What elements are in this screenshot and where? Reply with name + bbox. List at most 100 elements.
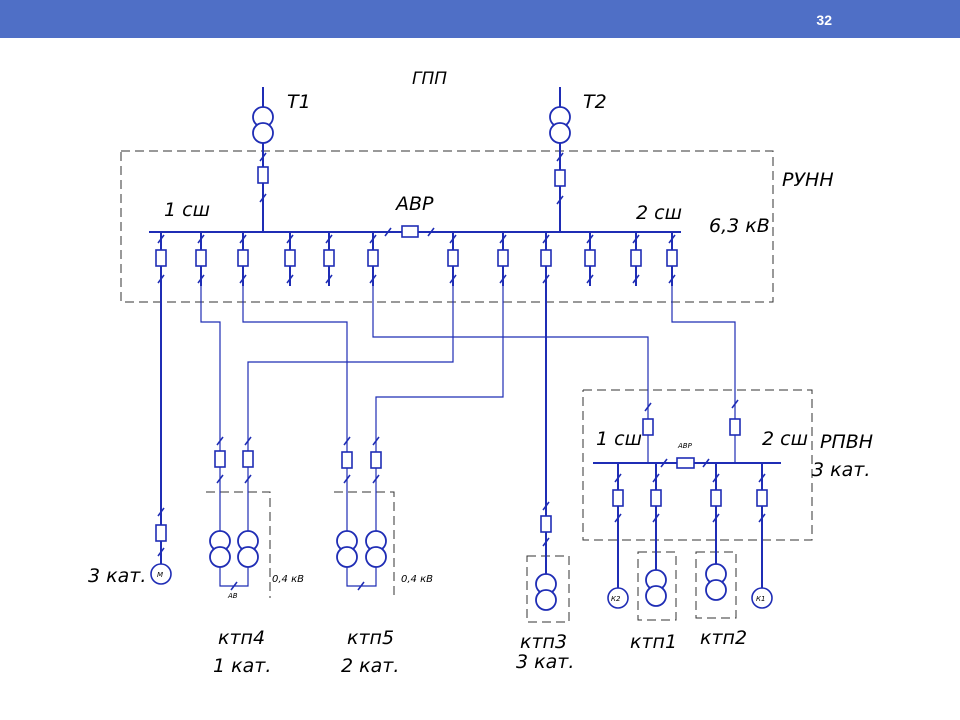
feeder-switch-bottom: [325, 274, 333, 284]
t1-transformer-secondary: [252, 122, 274, 144]
feeder-switch-bottom: [197, 274, 205, 284]
avr-main-switch-right: [427, 227, 435, 237]
bus2-main-label: 2 сш: [636, 202, 682, 224]
ktp1-transformer-secondary: [645, 585, 667, 607]
ktp3-fuse: [540, 515, 552, 533]
feeder-switch-top: [632, 234, 640, 244]
feeder-switch-bottom: [157, 274, 165, 284]
ktp4-frame: [206, 491, 271, 598]
ktp5-label: ктп5: [347, 627, 394, 649]
ktp2-switch-bottom: [712, 513, 720, 523]
ktp5-lv-bus: [346, 566, 377, 587]
ktp1-switch-top: [652, 473, 660, 483]
feeder-switch-top: [286, 234, 294, 244]
ktp2-fuse: [710, 489, 722, 507]
runn-frame: [120, 150, 774, 303]
feeder-switch-bottom: [239, 274, 247, 284]
bus1-rpvn-label: 1 сш: [596, 428, 642, 450]
feeder-switch-bottom: [632, 274, 640, 284]
avr-main-fuse: [401, 225, 419, 238]
ktp5-voltage-label: 0,4 кВ: [401, 574, 433, 585]
ktp5-feed-left: [242, 285, 348, 533]
feeder-fuse: [237, 249, 249, 267]
feeder-fuse: [195, 249, 207, 267]
ktp5-category-label: 2 кат.: [341, 655, 399, 677]
ktp1-switch-bottom: [652, 513, 660, 523]
ktp5-transformer-left-secondary: [336, 546, 358, 568]
feeder-fuse: [323, 249, 335, 267]
ktp5-feed-right: [375, 285, 504, 533]
feeder-switch-bottom: [499, 274, 507, 284]
feeder-switch-top: [586, 234, 594, 244]
t1-switch: [259, 152, 267, 162]
rpvn-label: РПВН: [820, 431, 873, 453]
ktp3-frame: [526, 555, 570, 623]
rpvn-feed-1: [372, 285, 649, 462]
feeder-switch-top: [157, 234, 165, 244]
ktp2-label: ктп2: [700, 627, 747, 649]
ktp3-switch: [542, 501, 550, 511]
t1-switch-lower: [259, 193, 267, 203]
avr-rpvn-switch: [660, 458, 668, 468]
avr-rpvn-switch-right: [702, 458, 710, 468]
ktp5-switch-bottom: [343, 474, 351, 484]
feeder-switch-top: [449, 234, 457, 244]
ktp4-switch-bottom: [216, 474, 224, 484]
fuses: [155, 166, 768, 542]
k1-switch-bottom: [758, 513, 766, 523]
ktp4-lv-tie: [230, 581, 238, 591]
feeder-fuse: [630, 249, 642, 267]
page-number: 32: [816, 12, 832, 28]
ktp4-label: ктп4: [218, 627, 265, 649]
ktp4-transformer-left-secondary: [209, 546, 231, 568]
ktp4-switch-bottom: [244, 474, 252, 484]
feeder-fuse: [540, 249, 552, 267]
avr-rpvn-fuse: [676, 457, 695, 469]
feeder-switch-bottom: [449, 274, 457, 284]
motor-m-fuse: [155, 524, 167, 542]
motor-m-switch-lower: [157, 547, 165, 557]
ktp5-fuse: [341, 451, 353, 469]
ktp5-switch-bottom: [372, 474, 380, 484]
rpvn-in1-fuse: [642, 418, 654, 436]
bus2-rpvn-label: 2 сш: [762, 428, 808, 450]
feeder-fuse: [497, 249, 509, 267]
ktp4-category-label: 1 кат.: [213, 655, 271, 677]
avr-main-switch: [384, 227, 392, 237]
ktp4-transformer-right-secondary: [237, 546, 259, 568]
ktp3-category-label: 3 кат.: [516, 651, 574, 673]
feeder-fuse: [367, 249, 379, 267]
k2-fuse: [612, 489, 624, 507]
feeder-fuse: [447, 249, 459, 267]
feeder-switch-top: [542, 234, 550, 244]
runn-label: РУНН: [782, 169, 834, 191]
ktp2-transformer-secondary: [705, 579, 727, 601]
ktp4-switch-top: [244, 436, 252, 446]
t2-switch-lower: [556, 195, 564, 205]
wires: [149, 87, 781, 589]
ktp4-switch-top: [216, 436, 224, 446]
motor-k1: [751, 587, 773, 609]
ktp5-fuse: [370, 451, 382, 469]
rpvn-feed-2: [671, 285, 736, 462]
feeder-fuse: [284, 249, 296, 267]
k2-switch-top: [614, 473, 622, 483]
ktp4-feed-right: [247, 285, 454, 533]
ktp4-tie-label: АВ: [227, 592, 238, 600]
ktp4-feed-left: [200, 285, 221, 533]
voltage-main-label: 6,3 кВ: [709, 215, 770, 237]
avr-main-label: АВР: [394, 193, 434, 215]
ktp5-frame: [334, 491, 395, 598]
feeder-switch-top: [499, 234, 507, 244]
motor-m-switch: [157, 507, 165, 517]
rpvn-in2-switch: [731, 399, 739, 409]
rpvn-in2-fuse: [729, 418, 741, 436]
ktp5-lv-tie: [357, 581, 365, 591]
bus1-main-label: 1 сш: [164, 199, 210, 221]
t2-transformer-secondary: [549, 122, 571, 144]
ktp3-transformer-secondary: [535, 589, 557, 611]
feeder-switch-top: [668, 234, 676, 244]
switches: [157, 152, 766, 591]
ktp4-fuse: [242, 450, 254, 468]
